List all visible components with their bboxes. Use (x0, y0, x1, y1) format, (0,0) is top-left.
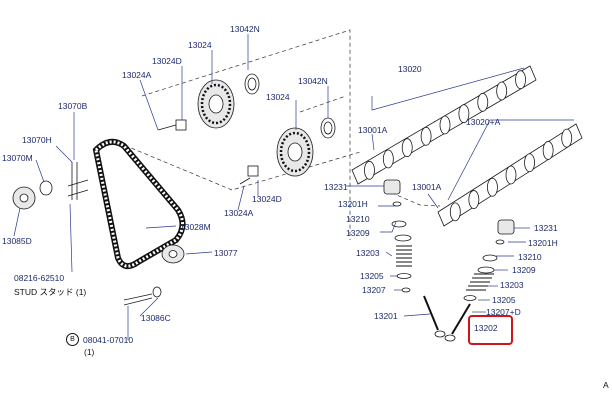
tensioner-pulley (12, 179, 89, 210)
cam-lobe (364, 160, 375, 180)
corner-mark: A (603, 380, 609, 390)
knock-pin-upper (157, 119, 187, 131)
part-label-13201: 13201 (374, 311, 398, 321)
part-label-13028m: 13028M (180, 222, 211, 232)
part-qty-08041: (1) (84, 347, 95, 357)
cam-lobe (420, 126, 432, 146)
part-label-13077: 13077 (214, 248, 238, 258)
part-label-13001a-mid: 13001A (412, 182, 442, 192)
part-label-13024-top: 13024 (188, 40, 212, 50)
part-label-13231-left: 13231 (324, 182, 348, 192)
part-label-13001a-top: 13001A (358, 125, 388, 135)
cam-lobe (468, 190, 480, 209)
cam-lobe (477, 92, 489, 112)
cam-pulley-upper (197, 79, 235, 129)
cam-lobe (439, 115, 451, 135)
bolt-b-marker: B (66, 333, 79, 346)
part-label-13201h-left: 13201H (338, 199, 368, 209)
cam-lobe (449, 202, 461, 222)
part-label-13210-left: 13210 (346, 214, 370, 224)
part-label-13070m: 13070M (2, 153, 33, 163)
oil-seal-lower (320, 117, 336, 139)
part-label-13205-left: 13205 (360, 271, 384, 281)
part-label-13085d: 13085D (2, 236, 32, 246)
highlight-box-13202[interactable] (468, 315, 513, 345)
part-label-13070h: 13070H (22, 135, 52, 145)
leader-lines (13, 34, 574, 340)
part-label-13086c: 13086C (141, 313, 171, 323)
part-label-13042n-mid: 13042N (298, 76, 328, 86)
cam-pulley-lower (276, 127, 314, 177)
part-label-13207-left: 13207 (362, 285, 386, 295)
cam-lobe (401, 138, 413, 158)
part-label-13205-right: 13205 (492, 295, 516, 305)
part-label-13024d-mid: 13024D (252, 194, 282, 204)
part-label-13203-left: 13203 (356, 248, 380, 258)
knock-pin-lower (239, 165, 259, 185)
oil-seal-upper (244, 73, 260, 95)
cam-lobe (561, 128, 573, 148)
part-label-13209-right: 13209 (512, 265, 536, 275)
cam-lobe (515, 70, 526, 90)
stud-note: STUD スタッド (1) (14, 287, 87, 297)
cam-lobe (542, 141, 554, 160)
part-label-13202[interactable]: 13202 (474, 323, 498, 333)
cam-lobe (458, 104, 470, 124)
idler-bolt (123, 286, 162, 306)
part-label-08216: 08216-62510 (14, 273, 65, 283)
part-label-08041: 08041-07010 (83, 335, 134, 345)
part-label-13024-mid: 13024 (266, 92, 290, 102)
part-label-13210-right: 13210 (518, 252, 542, 262)
idler-pulley (161, 244, 185, 264)
cam-lobe (524, 153, 535, 173)
part-label-13024d-top: 13024D (152, 56, 182, 66)
part-label-13203-right: 13203 (500, 280, 524, 290)
part-label-13024a-top: 13024A (122, 70, 152, 80)
part-label-13020a: 13020+A (466, 117, 501, 127)
part-label-13070b: 13070B (58, 101, 88, 111)
part-label-13042n-top: 13042N (230, 24, 260, 34)
cam-lobe (487, 177, 498, 197)
part-label-13024a-mid: 13024A (224, 208, 254, 218)
stud-pair (71, 162, 78, 200)
camshaft-upper (351, 65, 537, 185)
cam-lobe (382, 149, 394, 169)
cam-lobe (505, 165, 517, 185)
part-label-13231-right: 13231 (534, 223, 558, 233)
timing-belt (92, 138, 186, 270)
part-label-13020: 13020 (398, 64, 422, 74)
part-label-13207d: 13207+D (486, 307, 521, 317)
part-label-13201h-right: 13201H (528, 238, 558, 248)
camshaft-lower (437, 123, 583, 227)
part-label-13209-left: 13209 (346, 228, 370, 238)
cam-lobe (496, 81, 508, 101)
